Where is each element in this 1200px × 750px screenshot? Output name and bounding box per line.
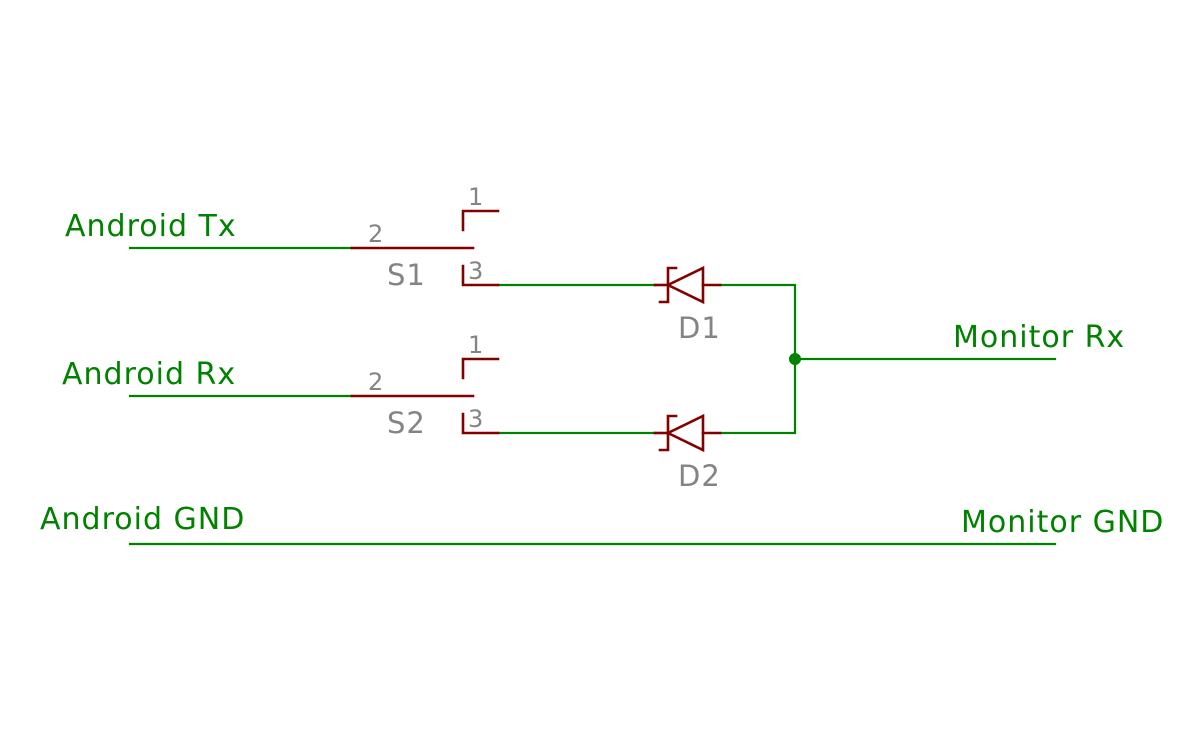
diode-d1: D1 xyxy=(653,265,722,345)
wire-d2-to-junction xyxy=(718,357,797,435)
s1-pin-2-label: 2 xyxy=(368,220,383,248)
s2-reference: S2 xyxy=(387,406,426,440)
switch-s2: 1 2 3 S2 xyxy=(350,331,500,440)
diode-d2: D2 xyxy=(653,413,722,493)
d2-reference: D2 xyxy=(678,459,721,493)
s2-pin3-contact xyxy=(461,412,500,435)
s1-pin-3-label: 3 xyxy=(468,257,483,285)
s2-pin-1-label: 1 xyxy=(468,331,483,359)
s1-pin1-contact xyxy=(461,209,500,232)
net-label-android-tx: Android Tx xyxy=(65,209,237,244)
d1-cathode-bar-icon xyxy=(658,266,678,304)
d2-cathode-bar-icon xyxy=(658,414,678,452)
s1-pin-1-label: 1 xyxy=(468,183,483,211)
net-label-android-gnd: Android GND xyxy=(40,502,245,537)
net-label-monitor-gnd: Monitor GND xyxy=(961,505,1164,540)
wire-d1-to-junction xyxy=(718,283,797,361)
wires xyxy=(128,246,1057,546)
s2-pin1-contact xyxy=(461,357,500,380)
switch-s1: 1 2 3 S1 xyxy=(350,183,500,292)
junction-dot xyxy=(789,353,801,365)
s1-pin3-contact xyxy=(461,264,500,287)
s2-pin-3-label: 3 xyxy=(468,405,483,433)
net-label-monitor-rx: Monitor Rx xyxy=(953,320,1125,355)
d2-triangle-icon xyxy=(665,413,705,453)
d1-reference: D1 xyxy=(678,311,721,345)
net-label-android-rx: Android Rx xyxy=(62,357,236,392)
d1-triangle-icon xyxy=(665,265,705,305)
s2-pin-2-label: 2 xyxy=(368,368,383,396)
s1-reference: S1 xyxy=(387,258,426,292)
